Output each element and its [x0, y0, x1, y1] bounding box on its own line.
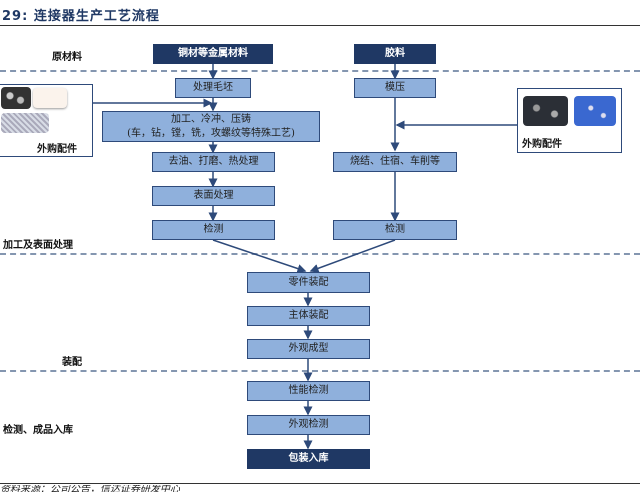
- pins-image: [33, 88, 67, 108]
- step-packing-storage: 包装入库: [247, 449, 370, 469]
- step-visual-inspection: 外观检测: [247, 415, 370, 435]
- step-machining: 加工、冷冲、压铸 (车，钻，镗，铣，攻螺纹等特殊工艺): [102, 111, 320, 142]
- purchased-parts-right: 外购配件: [517, 88, 622, 153]
- step-inspection-left: 检测: [152, 220, 275, 240]
- arrow-left-merge: [212, 239, 307, 273]
- step-appearance-forming: 外观成型: [247, 339, 370, 359]
- step-performance-test: 性能检测: [247, 381, 370, 401]
- step-machining-line1: 加工、冷冲、压铸: [171, 113, 251, 125]
- metal-rings-image: [1, 87, 31, 109]
- source-rubber: 胶料: [354, 44, 436, 64]
- step-part-assembly: 零件装配: [247, 272, 370, 293]
- step-inspection-right: 检测: [333, 220, 457, 240]
- step-molding: 模压: [354, 78, 436, 98]
- stage-label-raw: 原材料: [52, 52, 82, 63]
- stage-label-inspection: 检测、成品入库: [3, 425, 73, 436]
- step-surface-treatment: 表面处理: [152, 186, 275, 206]
- step-sintering: 烧结、住宿、车削等: [333, 152, 457, 172]
- step-body-assembly: 主体装配: [247, 306, 370, 326]
- stage-label-processing: 加工及表面处理: [3, 240, 73, 251]
- stage-divider-assembly: [0, 370, 640, 372]
- stage-divider-processing: [0, 253, 640, 255]
- stage-divider-raw: [0, 70, 640, 72]
- figure-title: 29: 连接器生产工艺流程: [2, 9, 160, 24]
- step-degrease: 去油、打磨、热处理: [152, 152, 275, 172]
- source-note: 资料来源：公司公告，信达证券研发中心: [0, 485, 180, 492]
- stage-label-assembly: 装配: [62, 357, 82, 368]
- terminals-image: [1, 113, 49, 133]
- arrow-right-merge: [309, 239, 396, 273]
- purchased-parts-left-label: 外购配件: [37, 144, 77, 155]
- purchased-parts-right-label: 外购配件: [522, 139, 562, 150]
- step-blank-processing: 处理毛坯: [175, 78, 251, 98]
- purchased-parts-left: 外购配件: [0, 84, 93, 157]
- step-machining-line2: (车，钻，镗，铣，攻螺纹等特殊工艺): [127, 127, 295, 139]
- plastic-parts-image: [574, 96, 616, 126]
- rubber-seals-image: [523, 96, 568, 126]
- footer-divider: [0, 483, 640, 484]
- title-divider: [0, 25, 640, 26]
- source-metal: 铜材等金属材料: [153, 44, 273, 64]
